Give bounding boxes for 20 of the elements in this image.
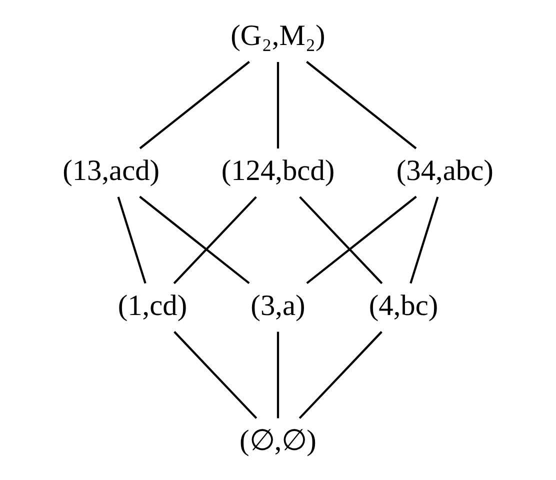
connector xyxy=(306,60,417,150)
node-text: (34,abc) xyxy=(396,155,494,188)
node-text: (4,bc) xyxy=(368,290,438,322)
node-text: (G₂,M₂) xyxy=(230,20,326,52)
connector xyxy=(410,196,439,284)
connector xyxy=(298,331,382,419)
connector xyxy=(174,331,258,419)
node-text: (124,bcd) xyxy=(221,155,335,188)
connector xyxy=(276,332,280,418)
connector xyxy=(117,196,146,284)
connector xyxy=(139,60,250,150)
node-text: (13,acd) xyxy=(62,155,160,188)
connector xyxy=(173,196,257,284)
connector xyxy=(139,196,250,284)
connector xyxy=(306,196,417,284)
node-text: (∅,∅) xyxy=(240,424,316,457)
node-text: (1,cd) xyxy=(118,290,188,322)
connector xyxy=(276,62,280,148)
connector xyxy=(299,196,383,284)
node-text: (3,a) xyxy=(250,290,306,322)
